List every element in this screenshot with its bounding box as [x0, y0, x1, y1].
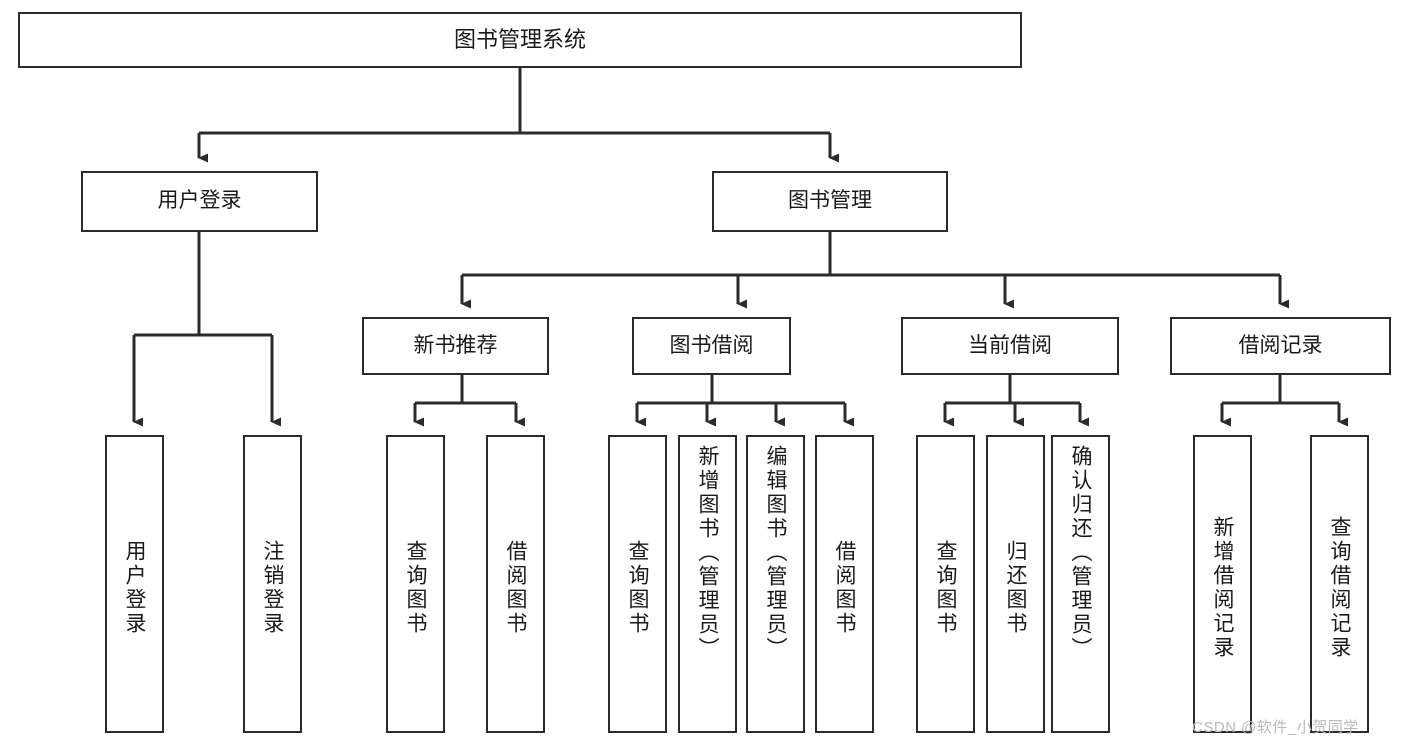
node-leaf-add-book-label: 新增图书（管理员）: [696, 445, 719, 661]
node-leaf-borrow-book-2[interactable]: 借阅图书: [815, 435, 874, 733]
node-leaf-confirm-return-label: 确认归还（管理员）: [1069, 445, 1092, 661]
node-leaf-return-book-label: 归还图书: [1004, 540, 1027, 636]
node-leaf-query-book-2-label: 查询图书: [626, 540, 649, 636]
node-leaf-borrow-book-2-label: 借阅图书: [833, 540, 856, 636]
node-leaf-query-book-1-label: 查询图书: [404, 540, 427, 636]
node-leaf-edit-book-label: 编辑图书（管理员）: [764, 445, 787, 661]
node-leaf-user-logout-label: 注销登录: [261, 540, 284, 636]
node-leaf-query-book-3[interactable]: 查询图书: [916, 435, 975, 733]
node-leaf-edit-book[interactable]: 编辑图书（管理员）: [746, 435, 805, 733]
node-book-manage-label: 图书管理: [788, 189, 872, 213]
node-leaf-add-book[interactable]: 新增图书（管理员）: [678, 435, 737, 733]
node-borrow-record[interactable]: 借阅记录: [1170, 317, 1391, 375]
node-user-login-label: 用户登录: [157, 189, 242, 213]
node-leaf-query-book-1[interactable]: 查询图书: [386, 435, 445, 733]
node-book-manage[interactable]: 图书管理: [712, 171, 948, 232]
node-leaf-user-logout[interactable]: 注销登录: [243, 435, 302, 733]
node-leaf-user-login-label: 用户登录: [123, 540, 146, 636]
node-new-book-recommend-label: 新书推荐: [413, 333, 498, 357]
node-leaf-confirm-return[interactable]: 确认归还（管理员）: [1051, 435, 1110, 733]
node-leaf-return-book[interactable]: 归还图书: [986, 435, 1045, 733]
node-book-borrow[interactable]: 图书借阅: [632, 317, 791, 375]
node-root-label: 图书管理系统: [453, 27, 586, 53]
node-current-borrow[interactable]: 当前借阅: [901, 317, 1119, 375]
node-leaf-user-login[interactable]: 用户登录: [105, 435, 164, 733]
node-current-borrow-label: 当前借阅: [968, 333, 1052, 357]
node-leaf-query-book-2[interactable]: 查询图书: [608, 435, 667, 733]
node-leaf-query-record-label: 查询借阅记录: [1328, 516, 1351, 660]
node-book-borrow-label: 图书借阅: [669, 333, 754, 357]
node-leaf-add-record[interactable]: 新增借阅记录: [1193, 435, 1252, 733]
node-leaf-borrow-book-1[interactable]: 借阅图书: [486, 435, 545, 733]
node-leaf-query-book-3-label: 查询图书: [934, 540, 957, 636]
node-borrow-record-label: 借阅记录: [1238, 333, 1323, 357]
node-leaf-add-record-label: 新增借阅记录: [1211, 516, 1234, 660]
node-leaf-borrow-book-1-label: 借阅图书: [504, 540, 527, 636]
node-leaf-query-record[interactable]: 查询借阅记录: [1310, 435, 1369, 733]
node-root[interactable]: 图书管理系统: [18, 12, 1022, 68]
node-user-login[interactable]: 用户登录: [81, 171, 318, 232]
node-new-book-recommend[interactable]: 新书推荐: [362, 317, 549, 375]
